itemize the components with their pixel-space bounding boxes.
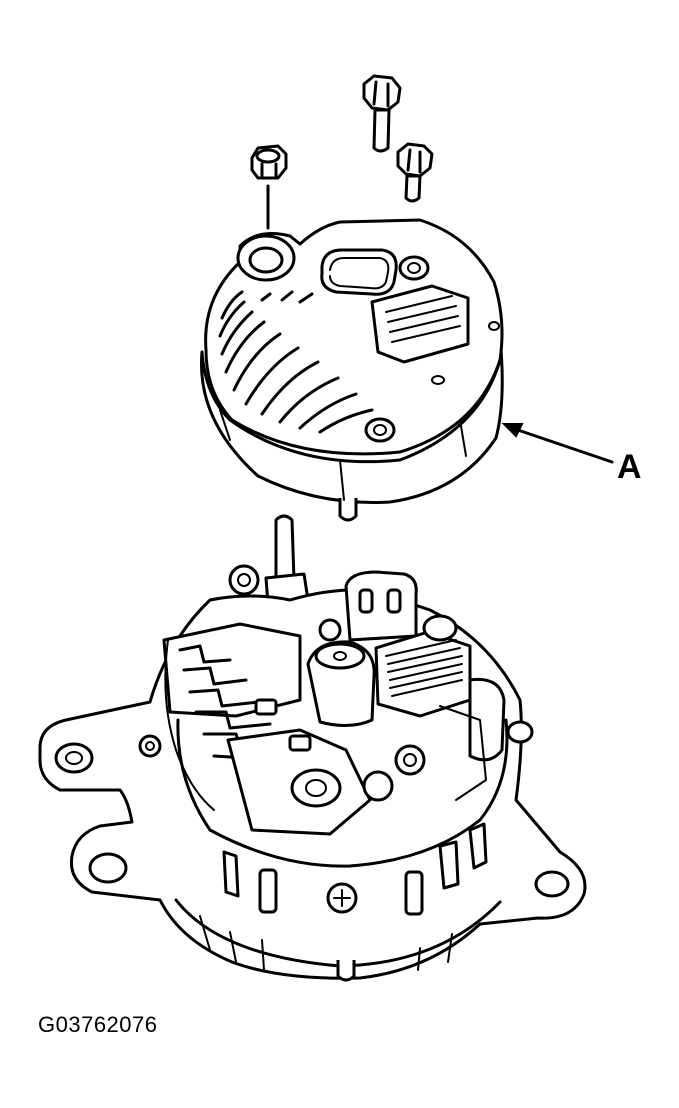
callout-label-a: A	[617, 448, 642, 486]
cover-bolt-short	[396, 142, 434, 203]
cover-bolt-long	[362, 74, 402, 153]
callout-a-leader	[501, 423, 614, 464]
alternator-body	[38, 514, 587, 982]
rear-cover	[199, 218, 504, 522]
figure-code: G03762076	[38, 1012, 158, 1037]
cover-nut	[250, 144, 288, 230]
